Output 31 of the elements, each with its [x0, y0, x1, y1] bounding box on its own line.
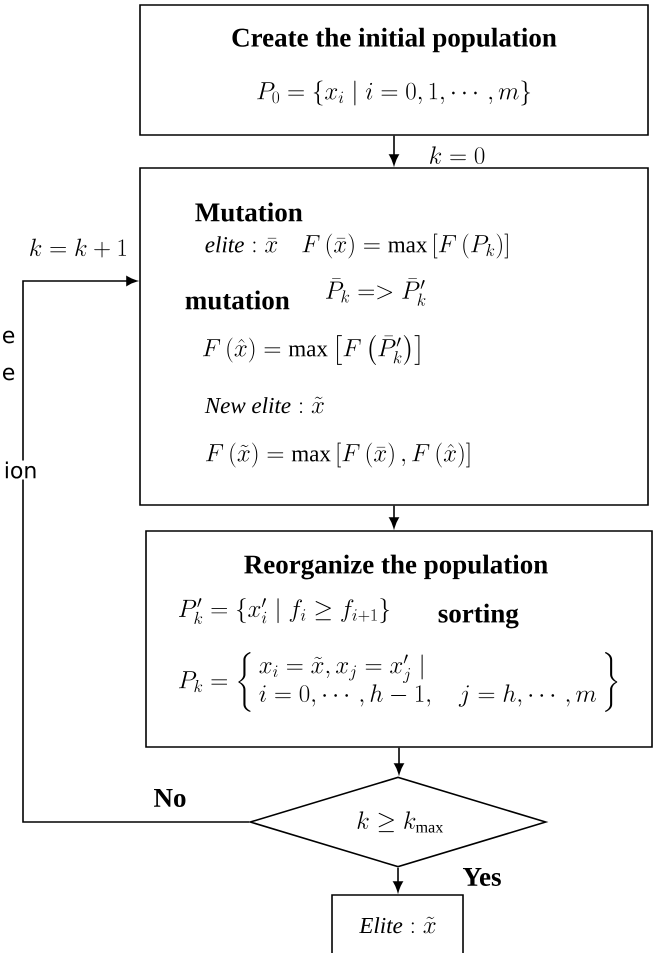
process-box — [139, 167, 649, 506]
formula: $\mathit{elite}:\bar{x}\quad F\left(\bar{x}\right)=\max\left[F\left(P_k\right)\right]$ — [206, 234, 508, 258]
arrow — [394, 748, 404, 774]
formula: $F\left(\hat{x}\right)=\max\left[F\left(\bar{P}'_k\right)\right]$ — [202, 335, 420, 365]
formula: $\bar{P}_k => \bar{P}'_k$ — [326, 278, 426, 306]
formula: $\mathit{Elite}:\tilde{x}$ — [359, 916, 436, 934]
box-heading: Mutation — [195, 202, 302, 222]
formula: $\mathit{New\ elite}:\tilde{x}$ — [204, 396, 324, 414]
formula: $P'_k=\left\{x'_i\mid f_i\geq f_{i+1}\right\}$ — [178, 598, 390, 624]
edge-label: Yes — [462, 867, 502, 887]
arrow — [393, 868, 403, 892]
arrow — [389, 506, 399, 528]
box-heading: mutation — [186, 290, 290, 310]
formula-label: $k=k+1$ — [28, 238, 129, 258]
box-heading: sorting — [438, 604, 519, 628]
arrow — [389, 136, 399, 166]
process-box — [145, 530, 653, 748]
formula: $k\geq k_{\max}$ — [358, 811, 444, 833]
box-heading: Create the initial population — [232, 28, 556, 52]
arrow — [22, 276, 250, 823]
edge-label: $k=0$ — [428, 145, 486, 165]
edge-label: No — [152, 788, 188, 808]
formula: $P_0=\left\{x_i\mid i=0,1,\cdots,m\right\}$ — [257, 80, 530, 106]
text-fragment: ion — [2, 460, 38, 480]
process-box — [139, 4, 649, 136]
process-box — [331, 894, 464, 953]
box-heading: Reorganize the population — [244, 554, 548, 580]
formula: $P_k=\left\{\begin{array}{l}x_i=\tilde{x},x_j=x'_j\mid\\ i=0,\cdots,h-1,\quad j=h,\cdots,m\end{array}\right\}$ — [178, 652, 618, 712]
text-fragment: e — [0, 366, 16, 382]
text-fragment: e — [0, 330, 16, 344]
formula: $F\left(\tilde{x}\right)=\max\left[F\left(\bar{x}\right),F\left(\hat{x}\right)\right]$ — [206, 442, 470, 468]
